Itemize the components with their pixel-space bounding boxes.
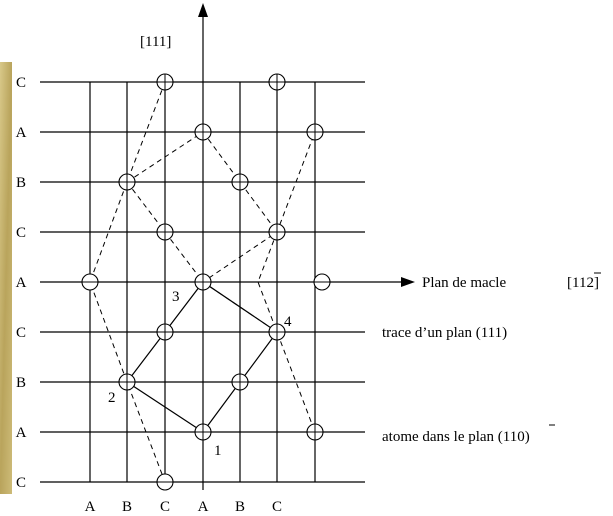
twin-plane-arrowhead: [401, 277, 415, 287]
row-label: C: [16, 75, 26, 91]
row-label: B: [16, 175, 26, 191]
direction-label-start: [11: [567, 275, 586, 291]
direction-label-end: ]: [594, 275, 599, 291]
atom-label-prefix: atome dans le plan (1: [382, 429, 510, 445]
direction-label: [112]: [567, 275, 599, 291]
row-label: C: [16, 225, 26, 241]
atom-label-bar-digit: 1: [510, 429, 518, 445]
left-texture-strip: [0, 62, 12, 494]
row-label: A: [16, 425, 27, 441]
row-label: C: [16, 475, 26, 491]
column-label: A: [198, 499, 209, 515]
column-label: C: [272, 499, 282, 515]
atom-label-suffix: 0): [517, 429, 530, 445]
row-label: A: [16, 275, 27, 291]
point-number-2: 2: [108, 390, 116, 406]
atom-crosshairs: [82, 74, 330, 483]
twin-cell-parallelogram: [126, 281, 278, 433]
twin-plane-label: Plan de macle: [422, 275, 506, 291]
column-label: A: [85, 499, 96, 515]
column-label: B: [122, 499, 132, 515]
row-label: C: [16, 325, 26, 341]
row-label: A: [16, 125, 27, 141]
axis-111-arrowhead: [198, 3, 208, 17]
atom-plane-label: atome dans le plan (110): [382, 429, 530, 445]
row-label: B: [16, 375, 26, 391]
point-number-4: 4: [284, 314, 292, 330]
plane-trace-label: trace d’un plan (111): [382, 325, 507, 341]
point-number-1: 1: [214, 443, 222, 459]
point-number-3: 3: [172, 289, 180, 305]
axis-111-label: [111]: [140, 34, 171, 50]
column-label: C: [160, 499, 170, 515]
direction-label-bar-digit: 2: [586, 275, 594, 291]
column-label: B: [235, 499, 245, 515]
